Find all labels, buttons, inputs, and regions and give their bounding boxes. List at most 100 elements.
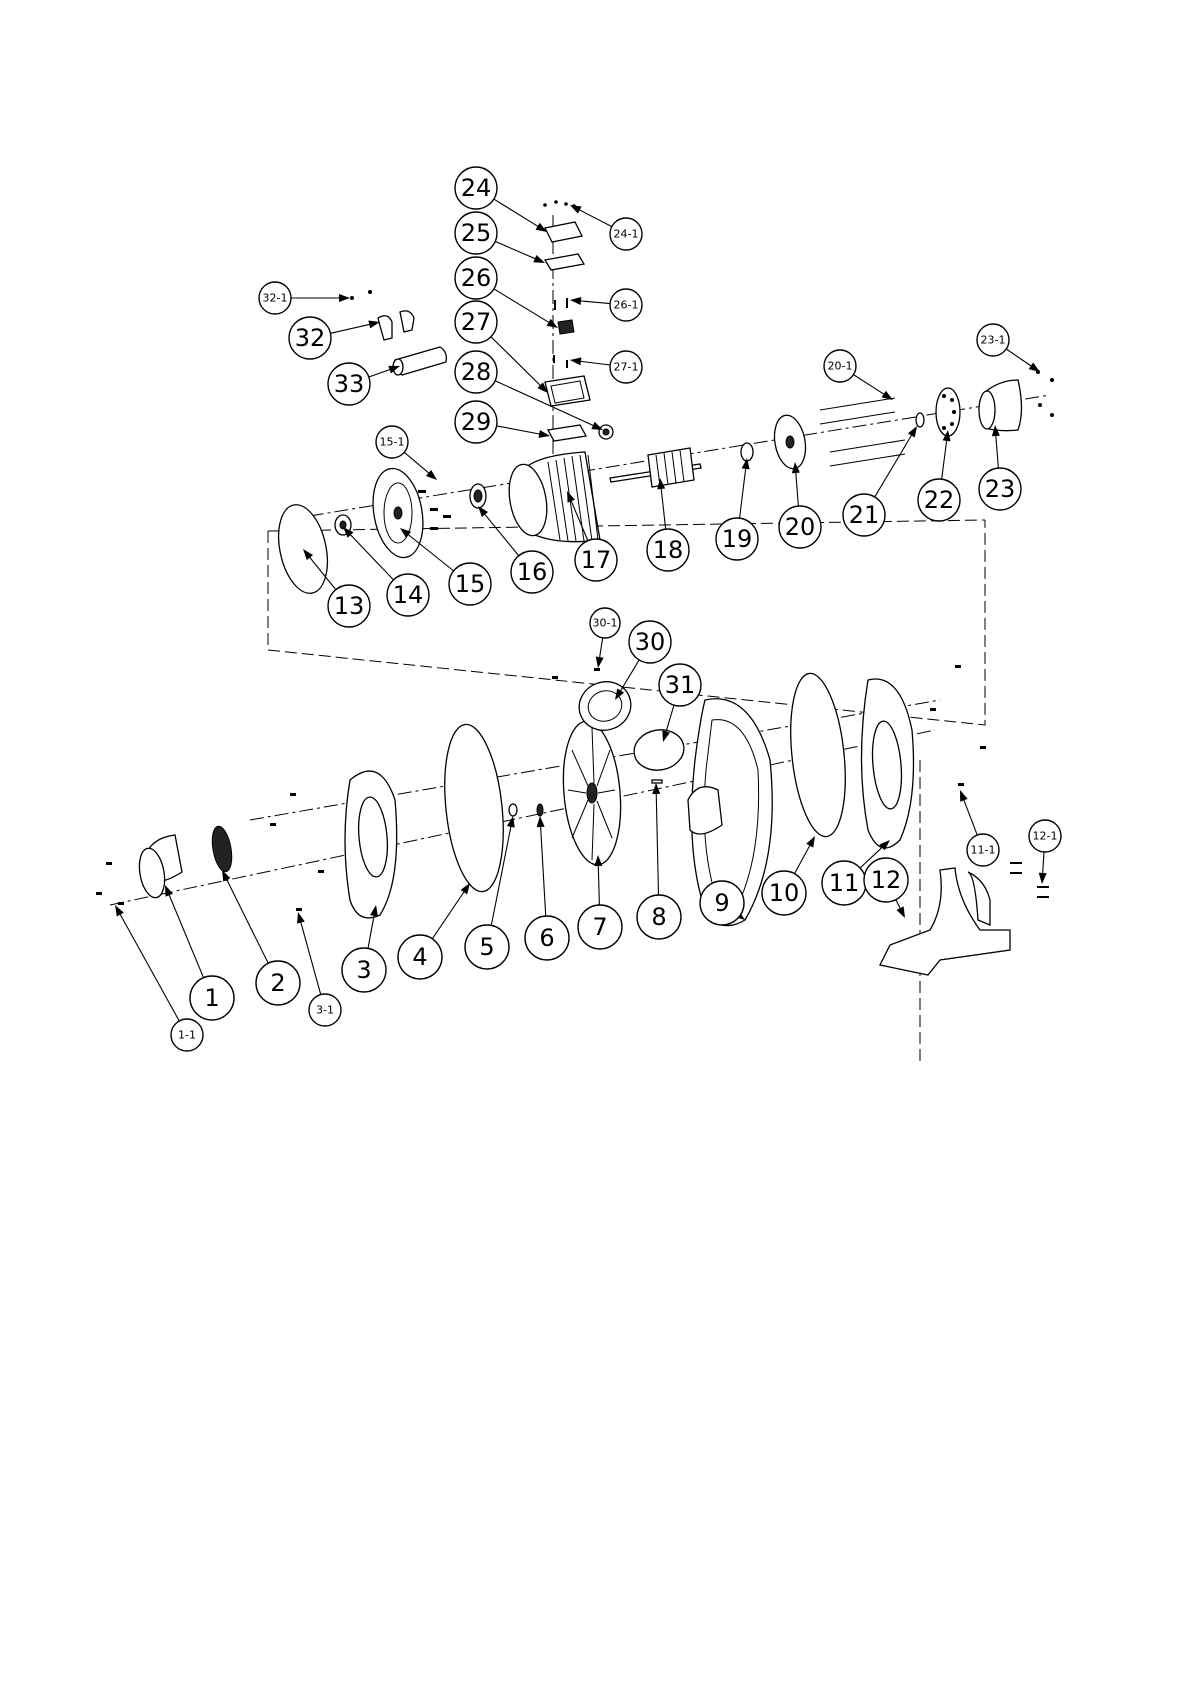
callout-8: 8 <box>637 895 681 939</box>
callout-label-32: 32 <box>295 324 326 352</box>
leader-arrowhead-26-1 <box>570 297 581 305</box>
leader-line-20-1 <box>853 375 886 396</box>
leader-arrowhead-11-1 <box>960 790 968 802</box>
leader-arrowhead-15-1 <box>426 470 437 480</box>
callout-17: 17 <box>575 539 617 581</box>
callout-label-2: 2 <box>270 969 285 997</box>
callout-14: 14 <box>387 574 429 616</box>
part-5-washer <box>509 804 517 816</box>
callout-label-32-1: 32-1 <box>263 292 288 305</box>
part-15-hub <box>394 507 402 519</box>
leader-line-1-1 <box>119 912 179 1021</box>
callout-label-12: 12 <box>871 866 902 894</box>
leader-arrowhead-5 <box>507 816 515 828</box>
part-32-capacitor-clamp <box>378 316 392 340</box>
callout-32-1: 32-1 <box>259 282 291 314</box>
leader-line-29 <box>497 426 543 435</box>
callout-label-26-1: 26-1 <box>614 299 639 312</box>
leader-arrowhead-32 <box>368 321 380 329</box>
leader-line-19 <box>740 466 746 518</box>
callout-label-26: 26 <box>461 264 492 292</box>
callout-label-12-1: 12-1 <box>1033 830 1058 843</box>
callout-25: 25 <box>455 212 497 254</box>
callout-label-10: 10 <box>769 879 800 907</box>
leader-line-6 <box>540 824 545 916</box>
part-3-1-screws <box>270 793 324 911</box>
part-28-cable-gland-inner <box>603 429 609 435</box>
leader-arrowhead-3-1 <box>297 912 305 924</box>
callout-13: 13 <box>328 585 370 627</box>
callout-4: 4 <box>398 935 442 979</box>
leader-arrowhead-26 <box>547 319 558 328</box>
callout-24-1: 24-1 <box>610 218 642 250</box>
callout-label-30-1: 30-1 <box>593 617 618 630</box>
callout-23: 23 <box>979 468 1021 510</box>
part-2-mesh-screen <box>209 825 235 873</box>
leader-line-27 <box>491 337 542 388</box>
leader-line-1 <box>168 892 203 977</box>
callout-label-18: 18 <box>653 536 684 564</box>
part-26-terminal-block <box>558 320 574 334</box>
part-1-1-screws <box>96 862 124 905</box>
part-25-cover-gasket <box>545 254 584 270</box>
leader-arrowhead-6 <box>537 816 545 827</box>
callout-label-14: 14 <box>393 581 424 609</box>
leader-line-31 <box>665 705 674 734</box>
leader-line-20 <box>796 470 799 506</box>
callout-11-1: 11-1 <box>967 834 999 866</box>
callout-label-20-1: 20-1 <box>828 360 853 373</box>
callout-label-30: 30 <box>635 628 666 656</box>
callout-label-1: 1 <box>204 984 219 1012</box>
leader-arrowhead-1 <box>165 885 173 897</box>
leader-line-24 <box>494 199 540 228</box>
callout-22: 22 <box>918 479 960 521</box>
callout-29: 29 <box>455 401 497 443</box>
leader-arrowhead-28 <box>591 422 603 430</box>
callout-32: 32 <box>289 317 331 359</box>
callout-7: 7 <box>578 905 622 949</box>
callout-label-16: 16 <box>517 558 548 586</box>
part-32-capacitor-clamp-2 <box>400 311 414 332</box>
callout-20: 20 <box>779 506 821 548</box>
callout-12: 12 <box>864 858 908 902</box>
callout-3-1: 3-1 <box>309 994 341 1026</box>
callout-label-33: 33 <box>334 370 365 398</box>
callout-6: 6 <box>525 916 569 960</box>
callout-2: 2 <box>256 961 300 1005</box>
part-20-hub <box>786 436 794 448</box>
part-4-gasket <box>437 722 510 895</box>
callout-label-27-1: 27-1 <box>614 361 639 374</box>
part-23-1-screws <box>1036 370 1054 417</box>
leader-arrowhead-10 <box>806 836 815 848</box>
callout-30: 30 <box>629 621 671 663</box>
part-24-terminal-cover <box>545 222 582 242</box>
leader-arrowhead-12-1 <box>1039 873 1047 884</box>
leader-arrowhead-1-1 <box>115 905 124 917</box>
callout-33: 33 <box>328 363 370 405</box>
part-31-seal-ring <box>631 726 687 774</box>
leader-line-25 <box>495 241 537 259</box>
part-16-bearing-inner <box>474 490 482 502</box>
callout-11: 11 <box>822 861 866 905</box>
part-11-1-screws <box>930 665 986 786</box>
part-32-1-screws <box>350 290 372 300</box>
callout-label-3-1: 3-1 <box>316 1004 334 1017</box>
part-6-nut <box>537 804 543 816</box>
leader-arrowhead-25 <box>533 255 545 263</box>
callout-30-1: 30-1 <box>590 608 620 638</box>
leader-line-24-1 <box>577 209 612 227</box>
leader-line-11-1 <box>963 797 977 835</box>
callout-20-1: 20-1 <box>824 350 856 382</box>
callout-24: 24 <box>455 167 497 209</box>
callout-23-1: 23-1 <box>977 324 1009 356</box>
callout-label-7: 7 <box>592 913 607 941</box>
leader-arrowhead-32-1 <box>339 294 350 302</box>
callout-label-11: 11 <box>829 869 860 897</box>
part-20-1-tie-rods <box>820 398 905 466</box>
part-14-bearing-inner <box>340 521 346 529</box>
leader-arrowhead-16 <box>478 506 488 517</box>
part-21-ring <box>916 413 924 427</box>
part-18-rotor <box>648 448 694 487</box>
callout-15: 15 <box>449 563 491 605</box>
